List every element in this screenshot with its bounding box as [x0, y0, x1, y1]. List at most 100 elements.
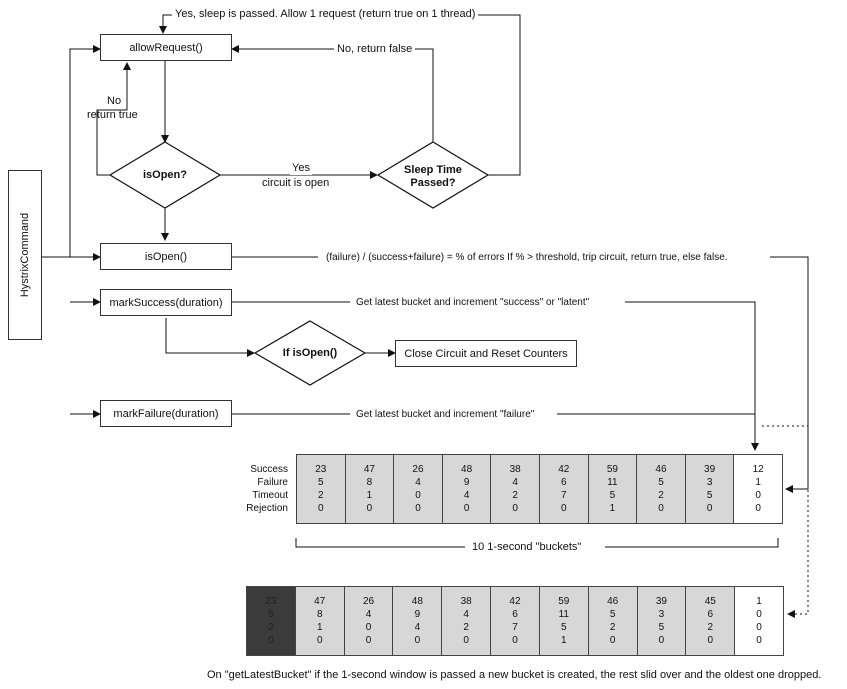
bucket-value: 2 [268, 622, 274, 633]
bucket-value: 46 [655, 464, 667, 475]
bucket-value: 1 [366, 490, 373, 501]
bucket-value: 0 [366, 503, 373, 514]
buckets-bottom-cell: 23 5 2 0 [246, 586, 296, 656]
hystrix-command-label: HystrixCommand [8, 170, 42, 340]
mark-failure-box: markFailure(duration) [100, 400, 232, 427]
bucket-value: 0 [365, 622, 372, 633]
error-formula-label: (failure) / (success+failure) = % of err… [326, 252, 728, 263]
bucket-value: 0 [756, 635, 762, 646]
if-is-open-decision-label: If isOpen() [282, 347, 338, 359]
buckets-top-cell: 38 4 2 0 [490, 454, 540, 524]
bucket-value: 0 [706, 503, 713, 514]
bucket-value: 48 [461, 464, 473, 475]
bucket-value: 6 [512, 609, 518, 620]
bucket-value: 2 [318, 490, 324, 501]
bucket-value: 12 [752, 464, 764, 475]
bucket-value: 23 [265, 596, 277, 607]
hystrix-command-text: HystrixCommand [19, 212, 31, 298]
sleep-time-label-line1: Sleep Time [404, 163, 462, 176]
bucket-value: 0 [658, 503, 664, 514]
bucket-value: 7 [512, 622, 518, 633]
bucket-value: 11 [607, 477, 618, 488]
bucket-value: 0 [268, 635, 274, 646]
bucket-value: 2 [658, 490, 664, 501]
increment-success-label: Get latest bucket and increment "success… [356, 297, 590, 308]
buckets-bottom-cell: 48 9 4 0 [392, 586, 443, 656]
row-label-failure: Failure [257, 477, 288, 488]
sleep-time-label-line2: Passed? [410, 176, 456, 189]
is-open-decision-shape [108, 141, 222, 209]
yes-label: Yes [290, 162, 312, 175]
bucket-value: 4 [512, 477, 518, 488]
no-label: No [107, 95, 122, 107]
bucket-value: 6 [707, 609, 714, 620]
bucket-value: 2 [512, 490, 518, 501]
bucket-value: 2 [463, 622, 469, 633]
bucket-value: 0 [463, 503, 470, 514]
bucket-value: 0 [512, 503, 518, 514]
bucket-value: 0 [561, 503, 567, 514]
bucket-value: 5 [658, 622, 665, 633]
sleep-passed-label: Yes, sleep is passed. Allow 1 request (r… [172, 8, 479, 21]
return-true-label: return true [87, 109, 138, 121]
allow-request-box: allowRequest() [100, 34, 232, 61]
bucket-value: 42 [509, 596, 521, 607]
is-open-decision-label: isOpen? [142, 169, 187, 181]
bucket-value: 39 [655, 596, 667, 607]
bucket-value: 42 [558, 464, 570, 475]
bucket-value: 26 [362, 596, 375, 607]
bucket-value: 2 [609, 622, 616, 633]
bucket-value: 0 [463, 635, 469, 646]
bucket-value: 5 [609, 609, 616, 620]
buckets-caption: 10 1-second "buckets" [472, 541, 582, 553]
is-open-box: isOpen() [100, 243, 232, 270]
circuit-is-open-label: circuit is open [260, 177, 332, 190]
bucket-value: 0 [756, 609, 762, 620]
footer-caption: On "getLatestBucket" if the 1-second win… [207, 669, 822, 681]
bucket-value: 0 [756, 622, 762, 633]
bucket-value: 5 [268, 609, 274, 620]
bucket-value: 7 [561, 490, 567, 501]
bucket-value: 0 [755, 490, 761, 501]
bucket-value: 0 [415, 490, 421, 501]
bucket-value: 23 [315, 464, 327, 475]
bucket-value: 0 [512, 635, 518, 646]
increment-failure-label: Get latest bucket and increment "failure… [356, 409, 535, 420]
bucket-value: 4 [463, 609, 469, 620]
bucket-value: 3 [706, 477, 713, 488]
bucket-value: 5 [318, 477, 324, 488]
buckets-bottom-cell: 42 6 7 0 [490, 586, 540, 656]
close-circuit-box: Close Circuit and Reset Counters [395, 340, 577, 367]
bucket-value: 9 [414, 609, 421, 620]
bucket-value: 0 [755, 503, 761, 514]
bucket-value: 0 [414, 635, 421, 646]
bucket-value: 47 [314, 596, 326, 607]
mark-success-box: markSuccess(duration) [100, 289, 232, 316]
bucket-value: 8 [316, 609, 323, 620]
bucket-value: 4 [463, 490, 470, 501]
bucket-value: 59 [606, 464, 618, 475]
bucket-value: 4 [414, 622, 421, 633]
row-label-rejection: Rejection [246, 503, 288, 514]
bucket-value: 0 [365, 635, 372, 646]
sleep-time-decision-shape [376, 141, 490, 209]
if-is-open-decision-shape [253, 320, 367, 386]
bucket-value: 38 [509, 464, 521, 475]
bucket-value: 1 [755, 477, 761, 488]
bucket-value: 48 [411, 596, 423, 607]
bucket-value: 26 [412, 464, 424, 475]
bucket-value: 11 [558, 609, 569, 620]
